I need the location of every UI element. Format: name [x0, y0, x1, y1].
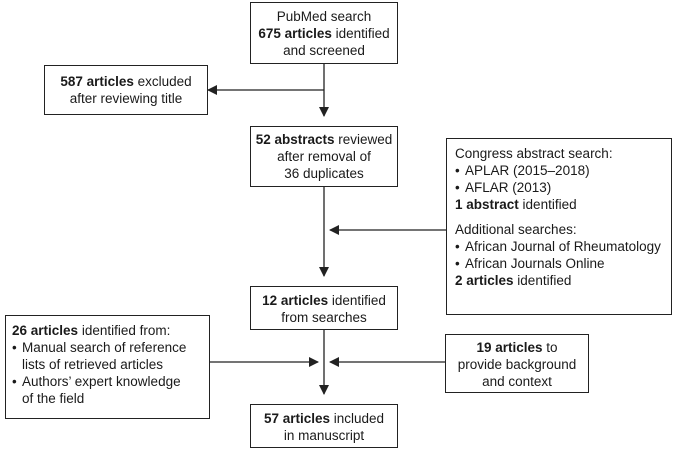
included-count: 57 articles: [263, 411, 330, 426]
identified-box: 12 articles identified from searches: [250, 286, 398, 330]
included-box: 57 articles included in manuscript: [250, 404, 398, 448]
additional-item: African Journals Online: [455, 255, 671, 272]
abstracts-count: 52 abstracts: [255, 132, 335, 147]
excluded-box: 587 articles excluded after reviewing ti…: [44, 65, 208, 115]
reference-item: Authors’ expert knowledge: [12, 373, 209, 390]
excluded-count: 587 articles: [60, 74, 134, 89]
abstracts-box: 52 abstracts reviewed after removal of 3…: [250, 126, 398, 187]
reference-search-box: 26 articles identified from: Manual sear…: [5, 315, 210, 419]
pubmed-count: 675 articles: [258, 26, 332, 41]
background-count: 19 articles: [476, 340, 543, 355]
reference-count: 26 articles: [12, 323, 79, 338]
congress-item: APLAR (2015–2018): [455, 162, 671, 179]
congress-search-box: Congress abstract search: APLAR (2015–20…: [446, 138, 672, 315]
identified-count: 12 articles: [262, 293, 329, 308]
additional-item: African Journal of Rheumatology: [455, 238, 671, 255]
reference-item: Manual search of reference: [12, 339, 209, 356]
pubmed-title: PubMed search: [276, 9, 372, 24]
background-box: 19 articles to provide background and co…: [445, 334, 589, 393]
pubmed-search-box: PubMed search 675 articles identified an…: [250, 2, 398, 64]
congress-item: AFLAR (2013): [455, 179, 671, 196]
